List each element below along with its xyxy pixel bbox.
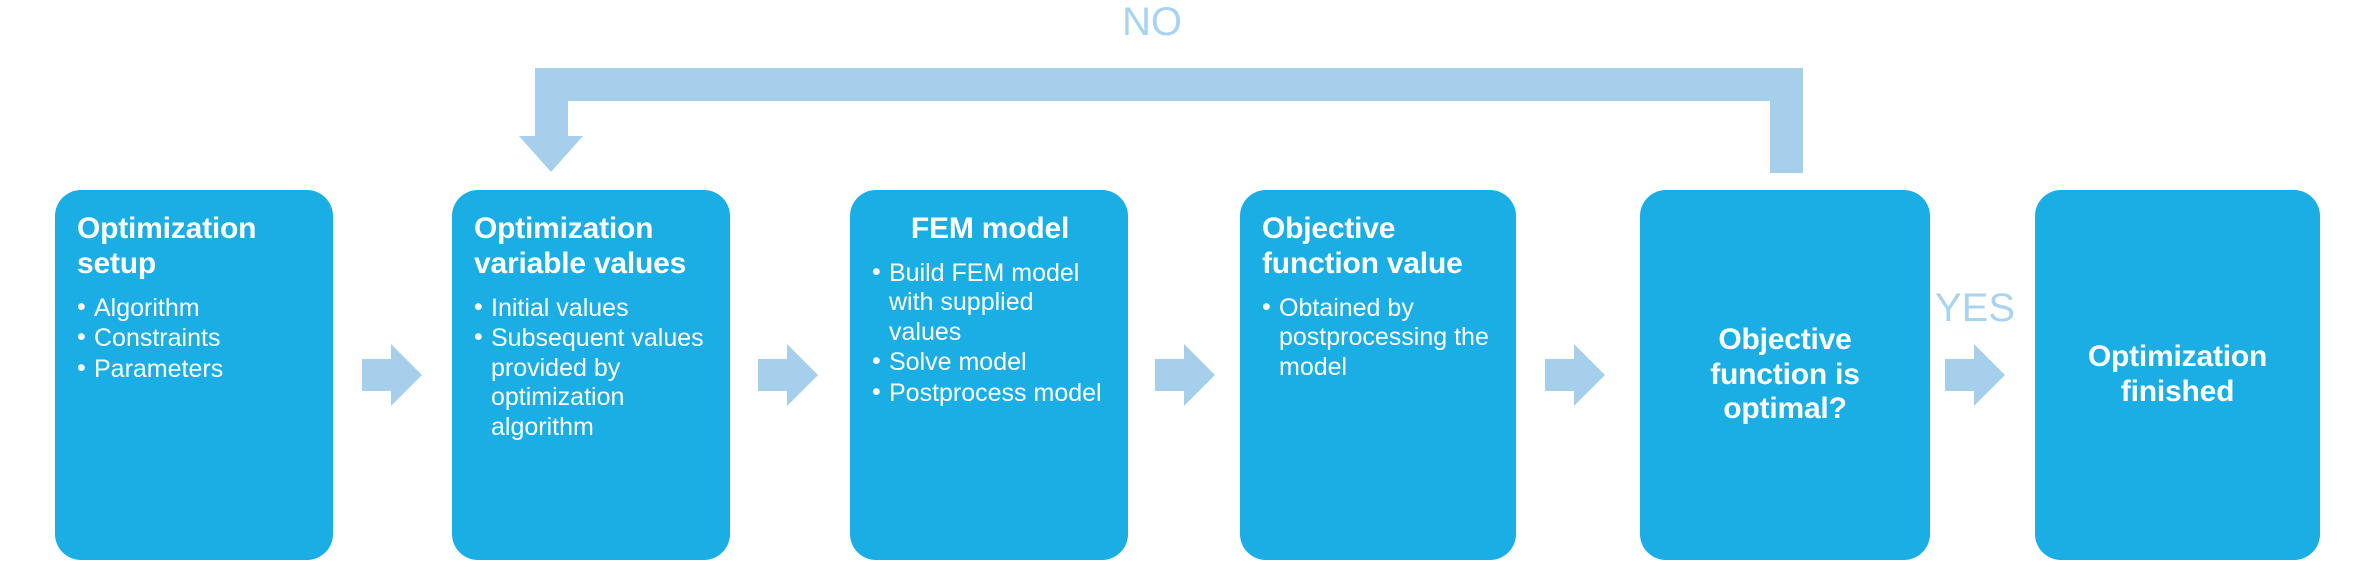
node-optimization-setup[interactable]: Optimization setup Algorithm Constraints… [55,190,333,560]
node-bullets: Obtained by postprocessing the model [1262,293,1496,383]
arrow-shaft [1945,359,1978,391]
node-optimization-variable-values[interactable]: Optimization variable values Initial val… [452,190,730,560]
no-loop-left-stem [535,98,568,138]
node-title: Optimization setup [77,212,257,280]
node-bullets: Build FEM model with supplied values Sol… [872,258,1108,409]
arrow-head [391,344,422,406]
no-loop-arrowhead-icon [519,136,583,172]
branch-label-yes: YES [1935,286,2016,330]
bullet-item: Build FEM model with supplied values [872,258,1108,348]
arrow-head [787,344,818,406]
branch-label-no: NO [1122,0,1182,44]
arrow-fem-to-objective-icon [1155,344,1215,406]
node-objective-function-is-optimal[interactable]: Objective function is optimal? [1640,190,1930,560]
bullet-item: Constraints [77,323,313,354]
node-title: Objective function value [1262,212,1463,280]
arrow-head [1574,344,1605,406]
node-fem-model[interactable]: FEM model Build FEM model with supplied … [850,190,1128,560]
bullet-item: Algorithm [77,293,313,324]
arrow-shaft [758,359,791,391]
node-bullets: Algorithm Constraints Parameters [77,293,313,385]
bullet-item: Obtained by postprocessing the model [1262,293,1496,383]
arrow-objective-to-decision-icon [1545,344,1605,406]
arrow-shaft [1545,359,1578,391]
node-title: FEM model [910,212,1070,245]
node-objective-function-value[interactable]: Objective function value Obtained by pos… [1240,190,1516,560]
node-title: Objective function is optimal? [1710,322,1860,426]
bullet-item: Solve model [872,347,1108,378]
bullet-item: Postprocess model [872,378,1108,409]
node-bullets: Initial values Subsequent values provide… [474,293,710,443]
arrow-head [1974,344,2005,406]
arrow-shaft [362,359,395,391]
no-loop-horizontal-bar [535,68,1803,101]
node-optimization-finished[interactable]: Optimization finished [2035,190,2320,560]
arrow-setup-to-variables-icon [362,344,422,406]
bullet-item: Initial values [474,293,710,324]
arrow-shaft [1155,359,1188,391]
arrow-head [1184,344,1215,406]
arrow-variables-to-fem-icon [758,344,818,406]
bullet-item: Parameters [77,354,313,385]
bullet-item: Subsequent values provided by optimizati… [474,323,710,442]
node-title: Optimization variable values [474,212,687,280]
arrow-decision-to-finished-icon [1945,344,2005,406]
node-title: Optimization finished [2087,340,2268,408]
